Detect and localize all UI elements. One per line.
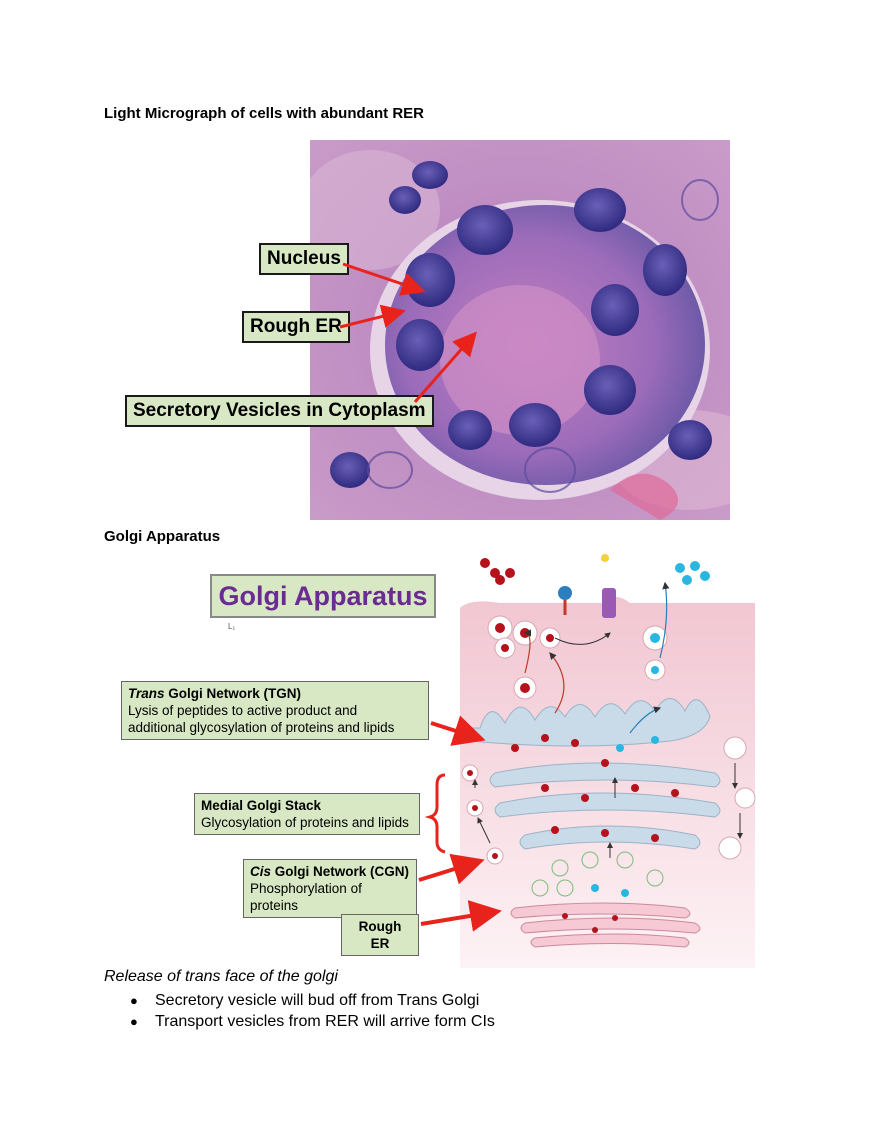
rough-er-label: Rough ER [242,311,350,343]
vesicles-label: Secretory Vesicles in Cytoplasm [125,395,434,427]
medial-bracket [424,773,446,854]
medial-title: Medial Golgi Stack [201,798,322,813]
rer-micrograph-image [310,140,730,520]
bullet-item: Transport vesicles from RER will arrive … [130,1011,495,1032]
small-mark: L₁ [228,622,236,631]
golgi-rer-label-box: Rough ER [341,914,419,956]
tgn-label-box: Trans Golgi Network (TGN) Lysis of pepti… [121,681,429,740]
micrograph-heading: Light Micrograph of cells with abundant … [104,105,425,122]
tgn-title-italic: Trans [128,686,165,701]
cgn-line-1: Phosphorylation of proteins [250,881,362,913]
tgn-line-1: Lysis of peptides to active product and [128,703,358,718]
golgi-title-banner: Golgi Apparatus [210,574,436,618]
tgn-title: Trans Golgi Network (TGN) [128,685,422,702]
golgi-heading: Golgi Apparatus [104,528,221,545]
cgn-title-italic: Cis [250,864,272,879]
golgi-diagram-image [458,554,756,968]
medial-label-box: Medial Golgi Stack Glycosylation of prot… [194,793,420,835]
nucleus-label: Nucleus [259,243,349,275]
cgn-label-box: Cis Golgi Network (CGN) Phosphorylation … [243,859,417,918]
cgn-title-rest: Golgi Network (CGN) [271,864,410,879]
tgn-line-2: additional glycosylation of proteins and… [128,720,395,735]
golgi-caption: Release of trans face of the golgi [104,968,338,985]
bullet-list: Secretory vesicle will bud off from Tran… [130,990,495,1032]
bullet-item: Secretory vesicle will bud off from Tran… [130,990,495,1011]
medial-line-1: Glycosylation of proteins and lipids [201,815,409,830]
cgn-title: Cis Golgi Network (CGN) [250,863,410,880]
tgn-title-rest: Golgi Network (TGN) [164,686,302,701]
